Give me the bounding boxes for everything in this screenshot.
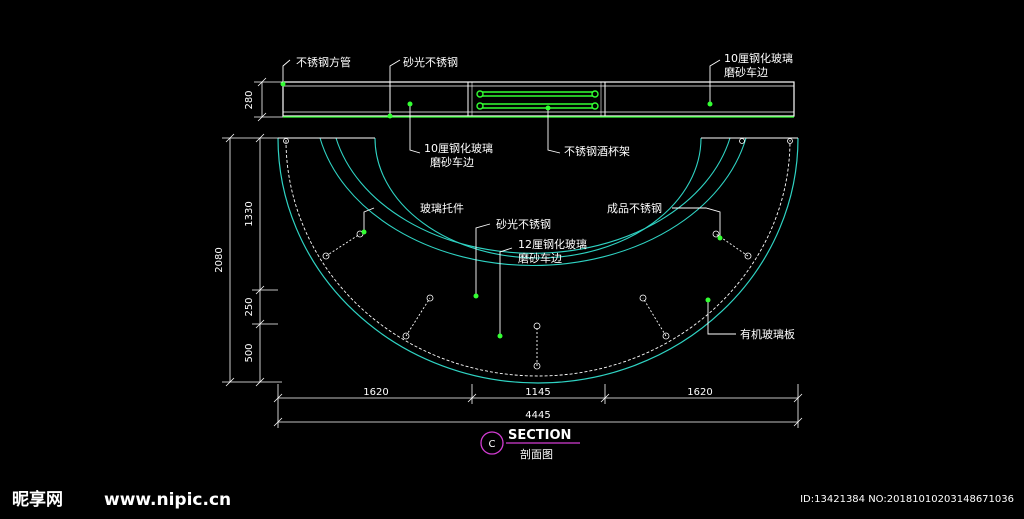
label-glass-10-mid-line2: 磨砂车边 [430, 155, 474, 169]
top-elevation [282, 81, 795, 118]
watermark-id: ID:13421384 NO:20181010203148671036 [800, 494, 1014, 505]
watermark-brand: 昵享网 [12, 489, 63, 510]
label-finished-ss: 成品不锈钢 [607, 202, 662, 215]
label-acrylic-panel: 有机玻璃板 [740, 327, 795, 341]
label-wine-rack: 不锈钢酒杯架 [564, 144, 630, 158]
dim-1330: 1330 [244, 201, 255, 226]
label-square-tube: 不锈钢方管 [296, 55, 351, 69]
label-glass-10-top-right-line2: 磨砂车边 [724, 65, 768, 79]
dim-250: 250 [244, 297, 255, 316]
label-satin-ss-plan: 砂光不锈钢 [496, 217, 551, 231]
section-heading: SECTION [508, 428, 571, 443]
dim-500: 500 [244, 343, 255, 362]
dimension-lines [222, 77, 803, 428]
dim-4445: 4445 [525, 410, 550, 421]
label-glass-bracket: 玻璃托件 [420, 201, 464, 215]
section-marker-letter: C [489, 439, 496, 450]
leaders [282, 59, 736, 336]
dim-1145: 1145 [525, 387, 550, 398]
label-glass-10-top-right-line1: 10厘钢化玻璃 [724, 51, 793, 65]
dim-1620-right: 1620 [687, 387, 712, 398]
label-glass-12-line2: 磨砂车边 [518, 251, 562, 265]
watermark: 昵享网 www.nipic.cn ID:13421384 NO:20181010… [0, 482, 1024, 519]
dim-280: 280 [244, 90, 255, 109]
leader-dots [280, 81, 723, 339]
wine-rack-rails [476, 90, 599, 110]
label-satin-ss-top: 砂光不锈钢 [403, 55, 458, 69]
section-marker-circle [480, 431, 504, 455]
dim-2080: 2080 [214, 247, 225, 272]
label-glass-10-mid-line1: 10厘钢化玻璃 [424, 141, 493, 155]
section-subtitle: 剖面图 [520, 447, 553, 461]
watermark-url: www.nipic.cn [104, 490, 231, 510]
section-title: C SECTION 剖面图 [480, 428, 580, 461]
dim-1620-left: 1620 [363, 387, 388, 398]
label-glass-12-line1: 12厘钢化玻璃 [518, 237, 587, 251]
